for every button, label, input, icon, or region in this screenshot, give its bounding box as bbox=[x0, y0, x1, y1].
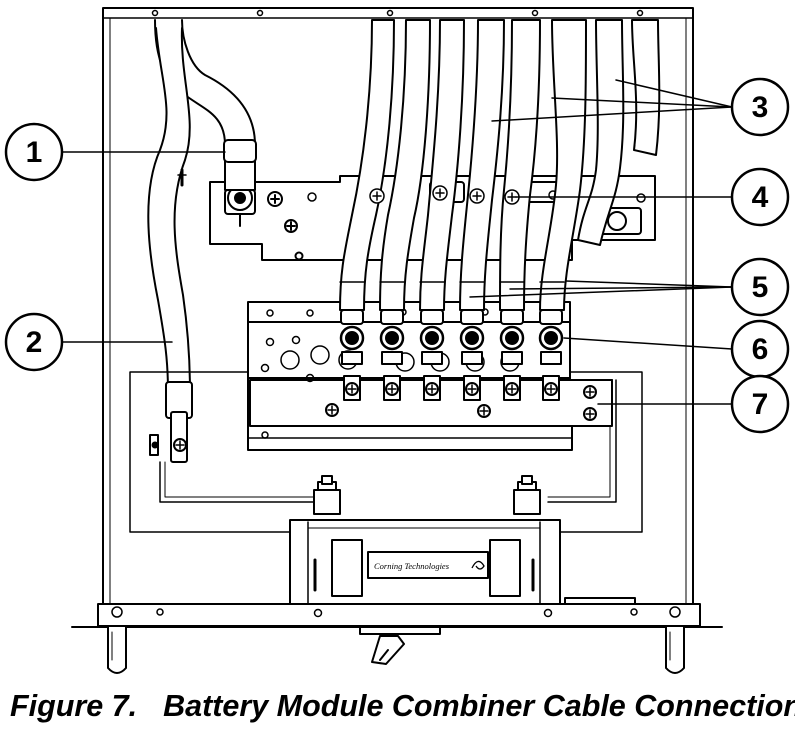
callout-3[interactable]: 3 bbox=[730, 77, 790, 137]
ground-terminal bbox=[224, 185, 304, 261]
rear-bolts bbox=[369, 185, 520, 205]
callout-7-label: 7 bbox=[752, 388, 769, 421]
figure-title: Battery Module Combiner Cable Connection… bbox=[163, 689, 795, 723]
battery-cables bbox=[339, 19, 661, 311]
callout-7[interactable]: 7 bbox=[730, 374, 790, 434]
figure-caption: Figure 7. Battery Module Combiner Cable C… bbox=[10, 689, 795, 729]
figure-label: Figure 7. bbox=[10, 689, 138, 723]
callout-1[interactable]: 1 bbox=[4, 122, 64, 182]
lug-terminals bbox=[339, 309, 564, 401]
callout-5-label: 5 bbox=[752, 271, 769, 304]
callout-6-label: 6 bbox=[752, 333, 769, 366]
leader-lines bbox=[62, 79, 733, 405]
callout-5[interactable]: 5 bbox=[730, 257, 790, 317]
right-foot bbox=[665, 626, 685, 674]
battery-posts bbox=[313, 475, 541, 515]
ground-cable-2 bbox=[147, 27, 191, 393]
callout-1-label: 1 bbox=[26, 136, 43, 169]
top-screws bbox=[151, 9, 644, 17]
callout-6[interactable]: 6 bbox=[730, 319, 790, 379]
combiner-diagram: Corning Technologies 1 2 3 4 5 6 7 bbox=[4, 7, 790, 674]
logo-icon: Corning Technologies bbox=[374, 560, 485, 571]
callout-4[interactable]: 4 bbox=[730, 167, 790, 227]
logo-text: Corning Technologies bbox=[374, 561, 450, 571]
callout-3-label: 3 bbox=[752, 91, 769, 124]
left-foot bbox=[107, 626, 127, 674]
callout-2-label: 2 bbox=[26, 326, 43, 359]
callout-4-label: 4 bbox=[752, 181, 769, 214]
callout-2[interactable]: 2 bbox=[4, 312, 64, 372]
front-panel bbox=[97, 603, 701, 627]
